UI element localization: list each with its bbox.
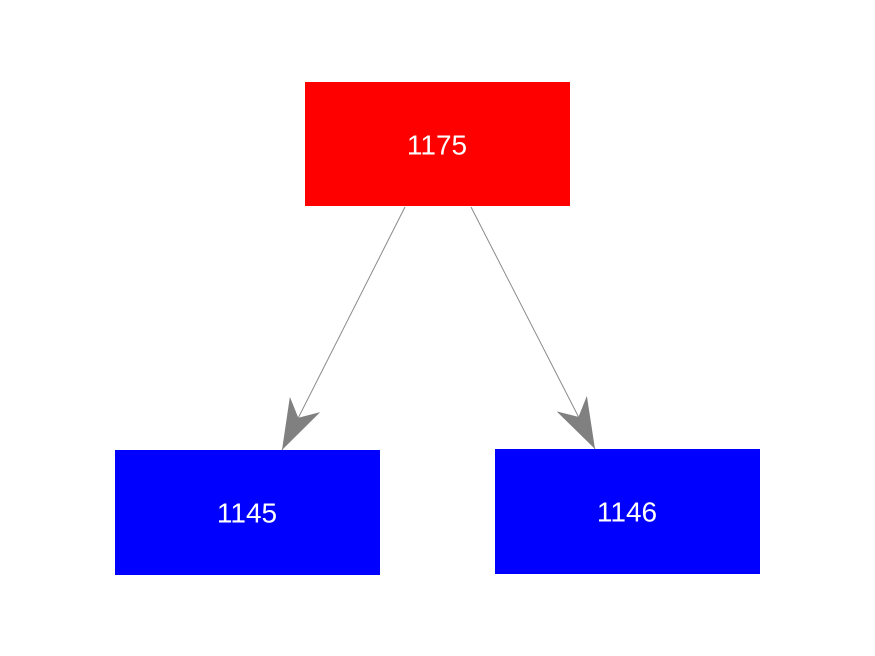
edge-root-to-right-child <box>470 206 596 450</box>
tree-node-right-child-label: 1146 <box>597 497 657 528</box>
tree-node-root: 1175 <box>305 82 570 206</box>
tree-node-root-box <box>305 82 570 206</box>
tree-node-right-child: 1146 <box>495 449 760 574</box>
tree-node-left-child-label: 1145 <box>217 498 277 529</box>
tree-node-root-label: 1175 <box>407 130 467 161</box>
tree-node-left-child: 1145 <box>115 450 380 575</box>
tree-node-right-child-box <box>495 449 760 574</box>
tree-node-left-child-box <box>115 450 380 575</box>
edge-root-to-left-child <box>281 206 406 451</box>
